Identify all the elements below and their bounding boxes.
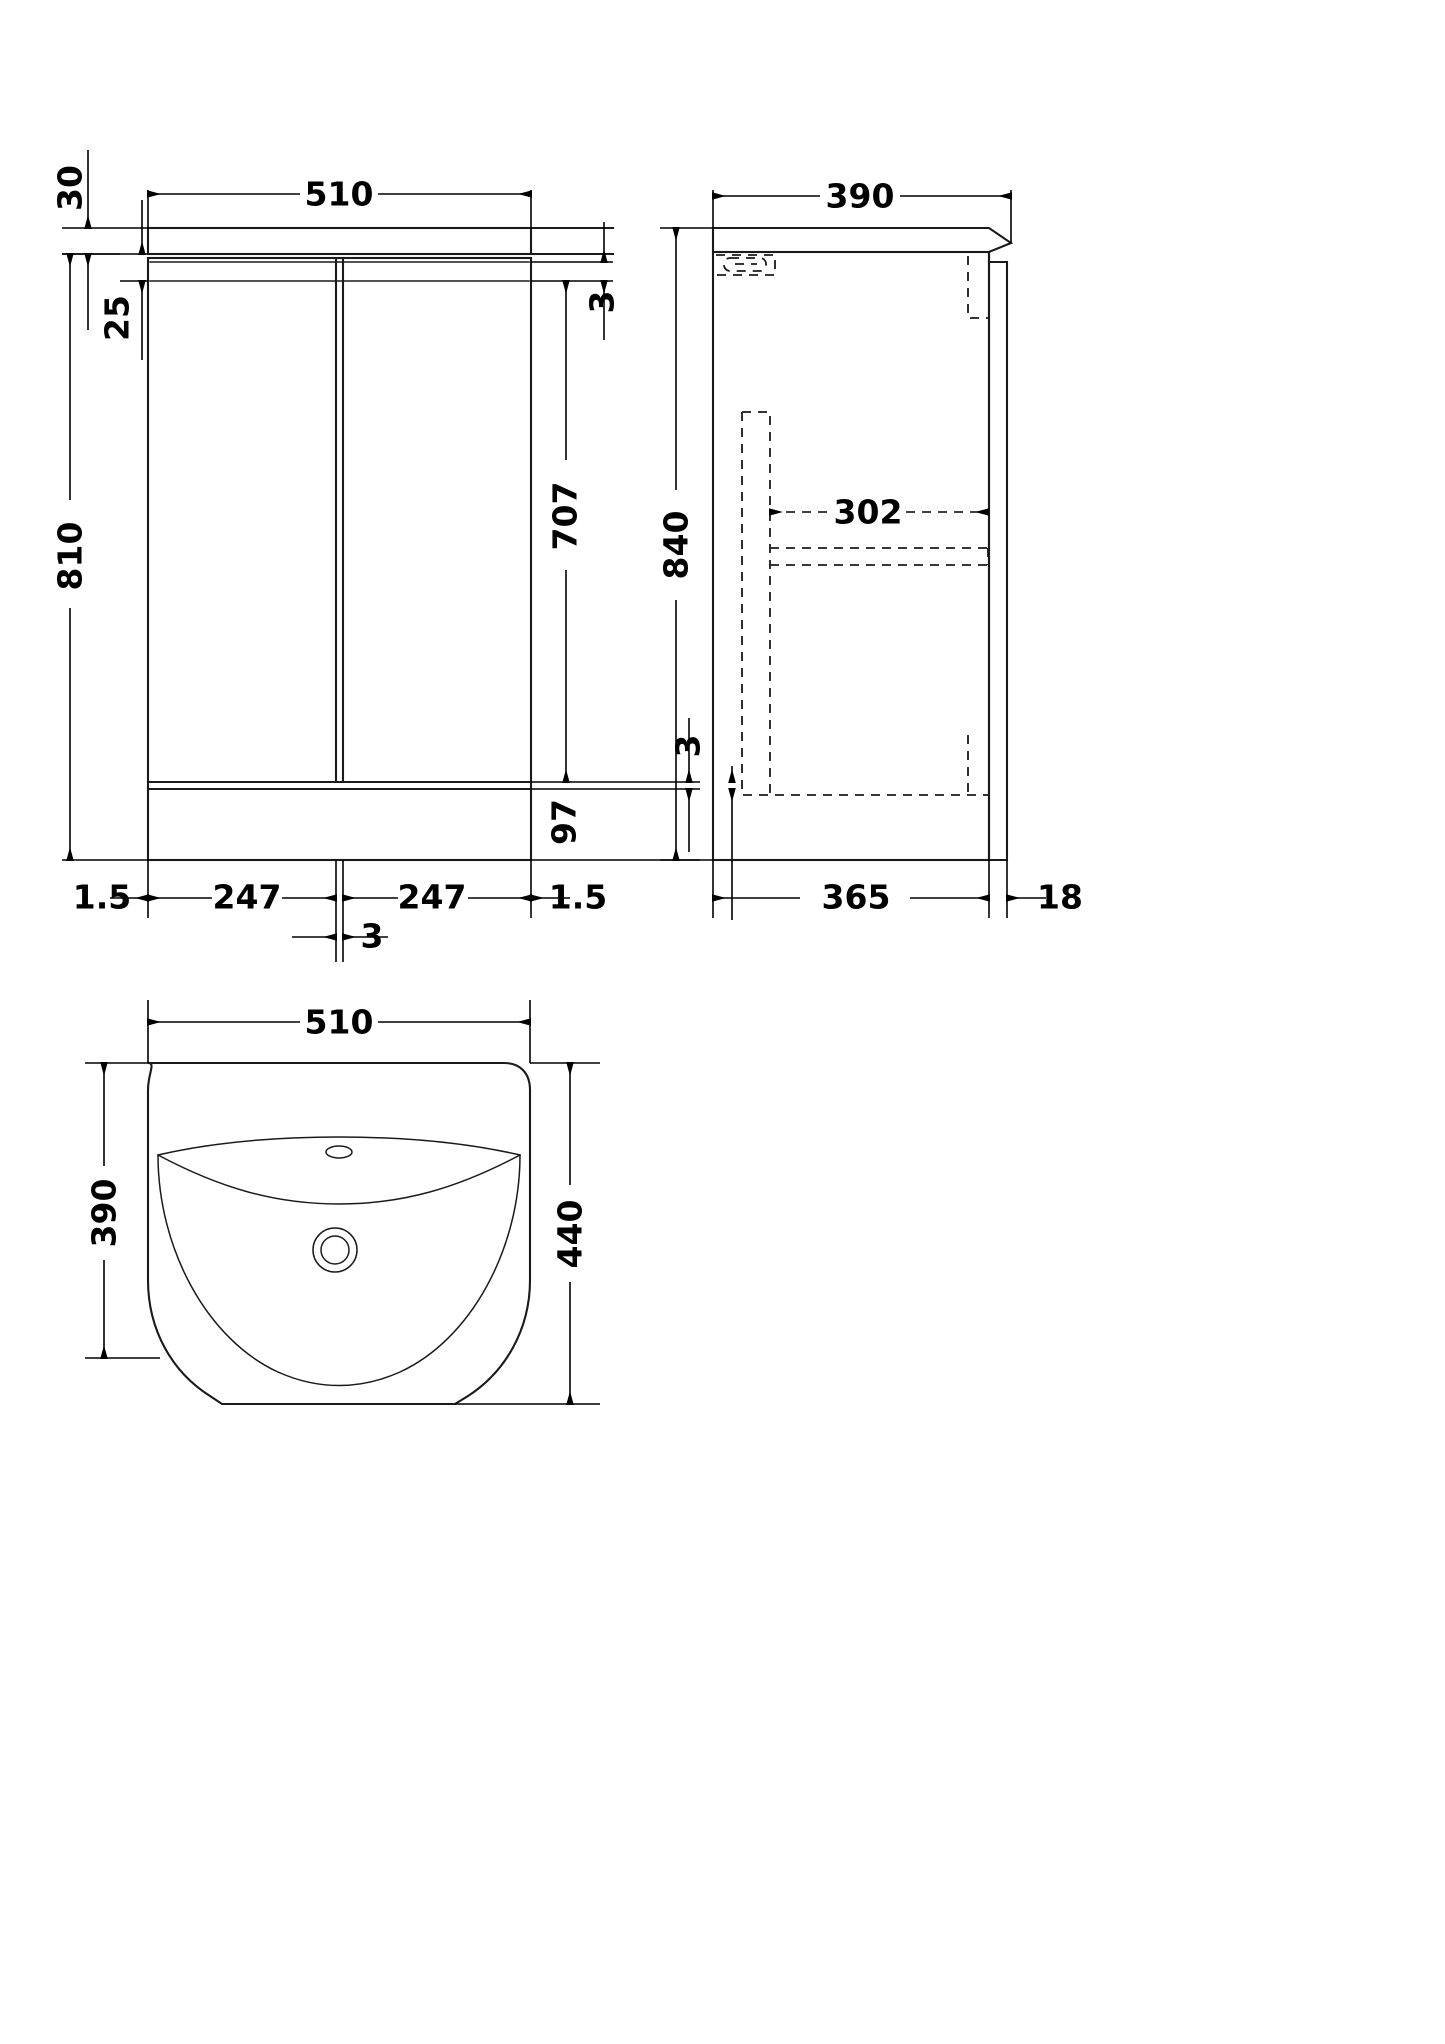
- dim-3-top-gap: 3: [531, 222, 622, 340]
- side-cabinet-body: [711, 250, 991, 862]
- dim-810-front-height: 810: [51, 253, 148, 861]
- dim-label-810: 810: [51, 522, 90, 591]
- dim-label-440: 440: [551, 1200, 590, 1269]
- dim-label-3-bottom: 3: [669, 735, 708, 758]
- basin-tap-hole: [325, 1145, 353, 1159]
- front-plinth-divider: [146, 780, 533, 791]
- side-hinge-bracket-top: [967, 256, 988, 319]
- dim-label-97: 97: [545, 799, 584, 845]
- dim-label-3-centre: 3: [361, 917, 384, 956]
- basin-bowl: [156, 1136, 522, 1387]
- dim-label-707: 707: [546, 482, 585, 551]
- dim-label-30: 30: [51, 165, 90, 211]
- dim-label-840: 840: [657, 511, 696, 580]
- dim-label-302: 302: [834, 493, 903, 532]
- side-hinge-detail: [716, 254, 776, 276]
- dim-840-side-height: 840: [657, 227, 713, 861]
- dim-label-390-basin: 390: [85, 1179, 124, 1248]
- side-worktop: [711, 226, 1014, 254]
- dim-label-18: 18: [1037, 878, 1083, 917]
- dim-label-510-front: 510: [305, 175, 374, 214]
- dim-707-door-height: 707: [546, 280, 585, 783]
- dim-label-390-side: 390: [826, 177, 895, 216]
- dim-label-510-basin: 510: [305, 1003, 374, 1042]
- front-worktop: [146, 226, 615, 256]
- dim-label-25: 25: [98, 295, 137, 341]
- dim-510-basin-width: 510: [147, 1000, 531, 1063]
- dim-label-1-5-left: 1.5: [73, 878, 131, 917]
- dim-label-365: 365: [822, 878, 891, 917]
- side-bottom-dimension-chain: 365 18: [712, 860, 1083, 918]
- side-door-panel: [987, 260, 1009, 862]
- dim-390-basin-depth: 390: [85, 1062, 160, 1359]
- dim-25-top-thickness: 25: [98, 200, 148, 360]
- dim-label-247-left: 247: [213, 878, 282, 917]
- dim-30-top-overhang: 30: [51, 150, 148, 330]
- dim-label-3-top: 3: [583, 291, 622, 314]
- front-elevation-view: 30 25 510 810: [51, 150, 736, 962]
- dim-3-bottom-gap: 3: [531, 718, 708, 852]
- front-bottom-dimension-chain: 1.5 247 247 1.5 3: [73, 860, 607, 962]
- front-door-centre-gap: [334, 256, 345, 784]
- dim-440-basin-overall: 440: [455, 1062, 600, 1405]
- side-interior-shelf-hidden: [741, 411, 989, 796]
- basin-view: 510 390 440: [85, 1000, 600, 1406]
- dim-label-247-right: 247: [398, 878, 467, 917]
- front-cabinet-body: [146, 256, 533, 862]
- dim-510-front-width: 510: [147, 175, 532, 228]
- basin-outline: [146, 1061, 532, 1406]
- side-elevation-view: 390 840 302 365 18: [657, 177, 1083, 918]
- front-door-top-rail: [149, 261, 530, 282]
- dim-390-side-depth: 390: [712, 177, 1012, 243]
- dim-label-1-5-right: 1.5: [549, 878, 607, 917]
- dim-302-shelf-depth: 302: [769, 493, 989, 532]
- basin-waste-drain: [312, 1227, 358, 1273]
